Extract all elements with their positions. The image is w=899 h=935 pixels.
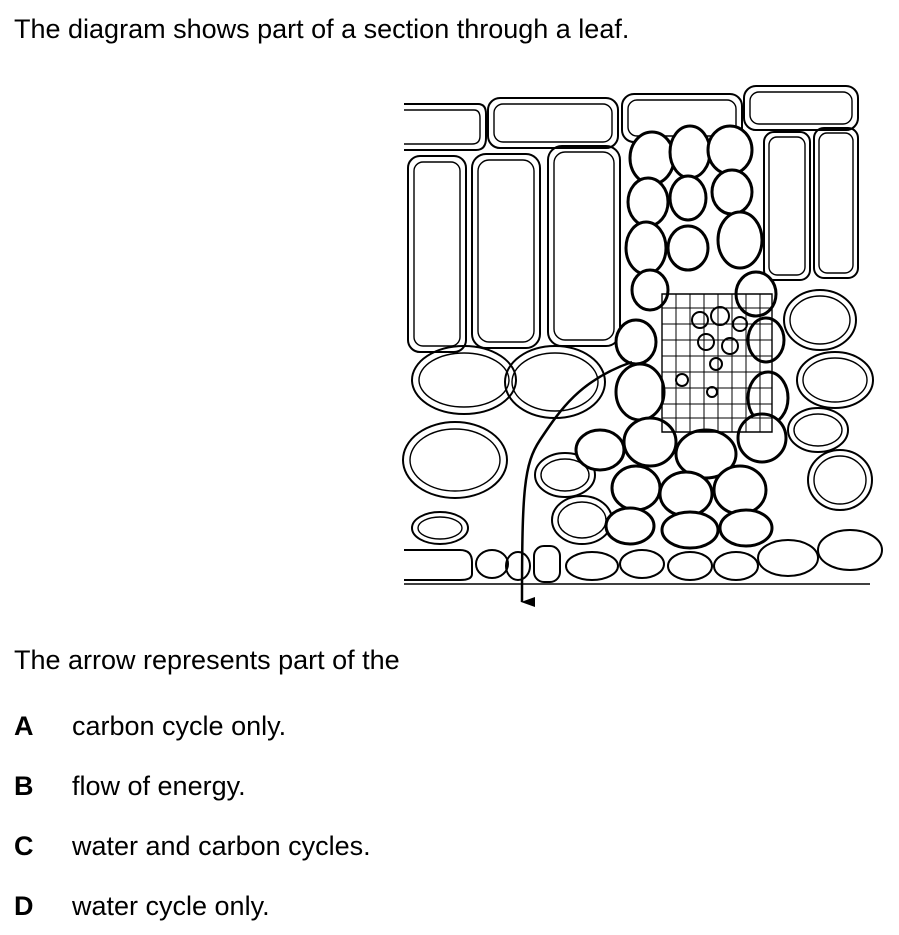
leaf-section-diagram [400, 80, 890, 610]
option-letter: C [14, 831, 34, 861]
arrow-path [520, 360, 633, 608]
intro-text: The diagram shows part of a section thro… [14, 14, 630, 44]
lower-epidermis [404, 529, 883, 585]
option-letter: B [14, 771, 34, 801]
spongy-mesophyll [402, 289, 874, 545]
option-text: carbon cycle only. [72, 711, 287, 741]
option-text: water cycle only. [72, 891, 270, 921]
palisade-layer [407, 127, 859, 353]
vascular-bundle-sheath [574, 124, 790, 550]
option-text: water and carbon cycles. [72, 831, 371, 861]
upper-epidermis [404, 85, 859, 151]
option-letter: A [14, 711, 34, 741]
question-text: The arrow represents part of the [14, 645, 400, 675]
option-text: flow of energy. [72, 771, 246, 801]
option-letter: D [14, 891, 34, 921]
vascular-tissue-mesh [661, 293, 773, 433]
